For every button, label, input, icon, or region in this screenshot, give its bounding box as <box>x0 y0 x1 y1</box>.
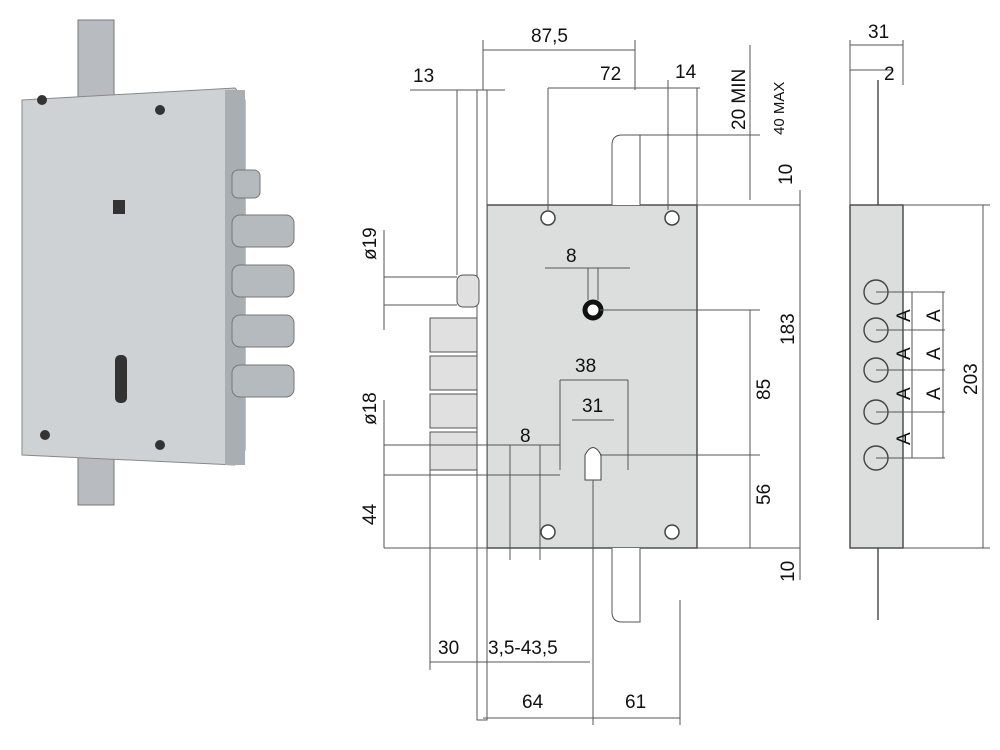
side-case <box>849 204 904 549</box>
side-dim-203: 203 <box>961 363 982 395</box>
dim-10-bottom: 10 <box>778 561 799 582</box>
side-dim-2: 2 <box>884 64 895 85</box>
dim-30: 30 <box>438 638 459 659</box>
latch <box>456 274 480 308</box>
cylinder-hole <box>584 447 602 481</box>
bottom-strike-plate <box>611 548 641 623</box>
front-view: 87,5 13 72 14 20 MIN 40 MAX 10 ø19 8 38 … <box>360 26 801 725</box>
dim-20-min: 20 MIN <box>729 69 750 130</box>
dim-a: A <box>924 387 945 400</box>
dim-a: A <box>894 432 915 445</box>
dim-8-spindle: 8 <box>566 246 577 267</box>
spindle-hole <box>582 299 604 321</box>
dim-14: 14 <box>675 62 697 83</box>
side-view: 31 2 203 A A A A A A A <box>849 22 990 620</box>
dim-183: 183 <box>778 313 799 345</box>
dim-64: 64 <box>522 692 544 713</box>
dim-40-max: 40 MAX <box>771 82 788 135</box>
dim-13: 13 <box>413 66 434 87</box>
dim-a: A <box>924 309 945 322</box>
dim-85: 85 <box>754 379 775 400</box>
side-dim-31: 31 <box>868 22 889 43</box>
dim-diameter-18: ø18 <box>360 392 381 425</box>
dim-8-bolt: 8 <box>520 426 531 447</box>
dim-a: A <box>894 309 915 322</box>
dim-87-5: 87,5 <box>531 26 568 47</box>
faceplate <box>476 89 488 721</box>
dim-a: A <box>894 347 915 360</box>
deadbolts <box>429 317 478 471</box>
dim-a: A <box>924 347 945 360</box>
dim-56: 56 <box>754 484 775 505</box>
dim-72: 72 <box>600 64 621 85</box>
lock-photo <box>21 19 295 506</box>
dim-a: A <box>894 387 915 400</box>
lock-case <box>486 204 698 549</box>
top-strike-plate <box>611 134 641 205</box>
dim-10-top: 10 <box>776 164 797 185</box>
dim-diameter-19: ø19 <box>360 227 381 260</box>
dim-3-5-43-5: 3,5-43,5 <box>488 638 558 659</box>
dim-44: 44 <box>360 503 381 525</box>
dim-31: 31 <box>582 396 603 417</box>
dim-38: 38 <box>575 356 596 377</box>
dim-61: 61 <box>625 692 646 713</box>
side-dim-a-labels: A A A A A A A <box>894 309 945 445</box>
